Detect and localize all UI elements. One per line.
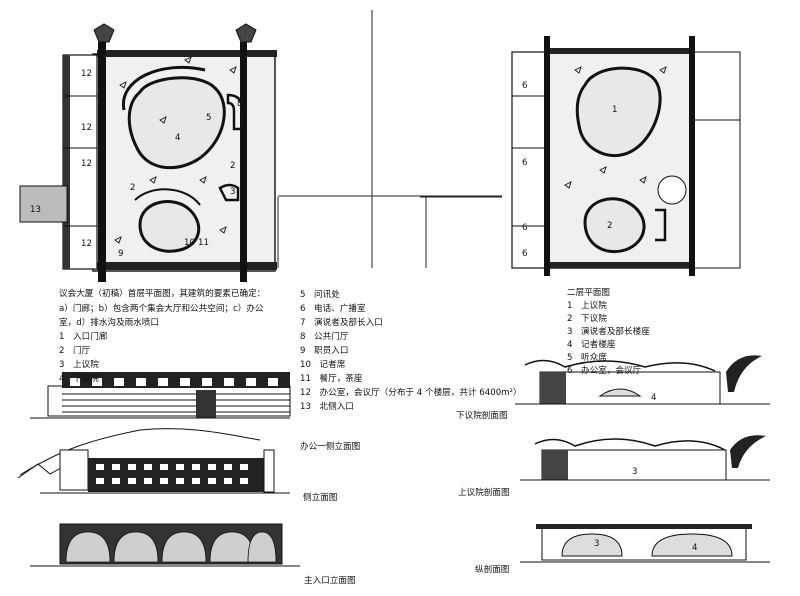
- upper-legend-item: 6 办公室，会议厅: [567, 366, 642, 376]
- plan-label: 5: [206, 113, 212, 123]
- legend-item: 6 电话、广播室: [300, 304, 366, 314]
- plan-label: 12: [81, 123, 92, 133]
- legend-item: 5 问讯处: [300, 290, 340, 300]
- second-floor-plan: [511, 36, 741, 276]
- upper-legend-item: 1 上议院: [567, 301, 607, 311]
- upper-house-2-plan: [575, 66, 662, 158]
- upper-legend-item: 4 记者楼座: [567, 340, 616, 350]
- plan-label: 9: [118, 249, 124, 259]
- main-entrance-elevation-caption: 主入口立面图: [304, 576, 356, 586]
- upper-plan-label: 6: [522, 158, 528, 168]
- axis-road-lines: [277, 10, 502, 268]
- longitudinal-section: [520, 524, 770, 563]
- plan-label: 10: [184, 238, 195, 248]
- ground-floor-plan: [19, 23, 277, 282]
- legend-item: 13 北侧入口: [300, 402, 354, 412]
- section-label: 4: [651, 393, 657, 403]
- upper-plan-label: 2: [607, 221, 613, 231]
- plan-label: 12: [81, 239, 92, 249]
- upper-plan-label: 6: [522, 223, 528, 233]
- plan-label: 2: [130, 183, 136, 193]
- legend-item: 11 餐厅，茶座: [300, 374, 363, 384]
- lower-house-plan: [127, 76, 226, 170]
- section-label: 3: [632, 467, 638, 477]
- upper-legend-item: 2 下议院: [567, 314, 607, 324]
- ground-plan-caption-line-3: 室，d）排水沟及雨水喷口: [59, 318, 159, 328]
- plan-label: 3: [230, 187, 236, 197]
- legend-item: 3 上议院: [59, 360, 99, 370]
- legend-item: 2 门厅: [59, 346, 91, 356]
- main-entrance-elevation: [30, 523, 300, 567]
- lower-house-2-plan: [583, 197, 646, 254]
- ground-plan-caption-line-1: 议会大厦（初稿）首层平面图，其建筑的要素已确定：: [59, 289, 266, 299]
- plan-label: 12: [81, 69, 92, 79]
- legend-item: 7 演说者及部长入口: [300, 318, 383, 328]
- side-elevation-caption: 侧立面图: [303, 493, 338, 503]
- legend-item: 1 入口门廊: [59, 332, 108, 342]
- upper-house-section-caption: 上议院剖面图: [458, 488, 510, 498]
- office-side-elevation-caption: 办公一侧立面图: [300, 442, 361, 452]
- upper-house-section: [520, 435, 770, 481]
- legend-item: 8 公共门厅: [300, 332, 349, 342]
- ground-plan-caption-line-2: a）门廊；b）包含两个集会大厅和公共空间；c）办公: [59, 304, 264, 314]
- plan-label: 2: [230, 161, 236, 171]
- upper-plan-label: 6: [522, 249, 528, 259]
- legend-item: 12 办公室，会议厅（分布于 4 个楼层，共计 6400m²）: [300, 388, 522, 398]
- upper-plan-label: 1: [612, 105, 618, 115]
- plan-label: 8: [237, 99, 243, 109]
- upper-legend-item: 5 听众席: [567, 353, 607, 363]
- office-side-elevation: [30, 372, 291, 419]
- upper-plan-label: 6: [522, 81, 528, 91]
- lower-house-section-caption: 下议院剖面图: [456, 411, 508, 421]
- upper-legend-item: 3 演说者及部长楼座: [567, 327, 650, 337]
- plan-label: 13: [30, 205, 41, 215]
- plan-label: 12: [81, 159, 92, 169]
- section-label: 3: [594, 539, 600, 549]
- legend-item: 9 职员入口: [300, 346, 349, 356]
- section-label: 4: [692, 543, 698, 553]
- plan-label: 4: [175, 133, 181, 143]
- side-elevation-drawing: [17, 428, 290, 494]
- longitudinal-section-caption: 纵剖面图: [475, 565, 510, 575]
- upper-office-wing: [511, 51, 546, 269]
- plan-label: 11: [198, 238, 209, 248]
- lower-house-section: [515, 355, 770, 405]
- upper-house-plan: [138, 200, 201, 253]
- legend-item: 10 记者席: [300, 360, 346, 370]
- upper-plan-title: 二层平面图: [567, 288, 610, 298]
- legend-item: 4 下议院: [59, 374, 99, 384]
- north-entrance: [19, 185, 68, 223]
